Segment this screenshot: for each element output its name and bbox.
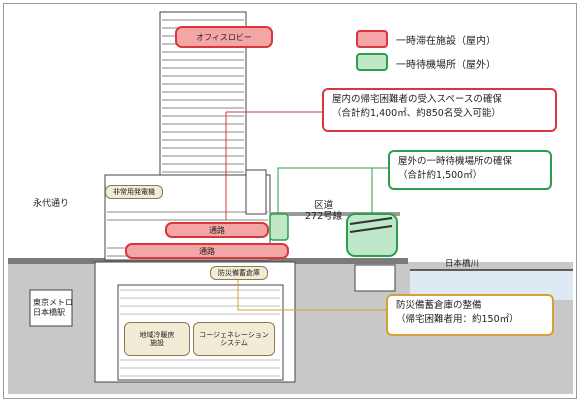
road-surface	[8, 258, 408, 264]
riverside-structure	[354, 264, 396, 292]
cogeneration-tag: コージェネレーション システム	[193, 322, 275, 356]
indoor-callout-line2: （合計約1,400㎡、約850名受入可能）	[332, 107, 501, 119]
district-cooling-tag: 地域冷暖房 施設	[124, 322, 190, 356]
emergency-generator-tag: 非常用発電機	[105, 185, 163, 199]
outdoor-callout-line2: （合計約1,500㎡）	[398, 169, 483, 181]
storage-callout-line2: （帰宅困難者用：約150㎡）	[396, 313, 519, 325]
office-lobby-tag: オフィスロビー	[175, 26, 273, 48]
eitai-street-label: 永代通り	[33, 199, 70, 209]
metro-station-label: 東京メトロ 日本橋駅	[33, 298, 73, 317]
nihonbashi-river-label: 日本橋川	[445, 259, 480, 269]
passage-lower-tag: 通路	[125, 243, 289, 259]
outdoor-callout: 屋外の一時待機場所の確保 （合計約1,500㎡）	[388, 150, 552, 190]
storage-tag: 防災備蓄倉庫	[210, 266, 268, 280]
outdoor-callout-line1: 屋外の一時待機場所の確保	[398, 156, 513, 167]
outdoor-area-2	[346, 213, 398, 257]
ward-road-label: 区道 272号線	[305, 200, 343, 223]
outdoor-area-1	[269, 213, 289, 241]
metro-station-box	[29, 289, 73, 327]
legend-indoor-label: 一時滞在施設（屋内）	[396, 36, 496, 47]
outdoor-leader-line	[277, 167, 388, 215]
diagram-frame	[3, 3, 577, 399]
storage-leader-line	[237, 272, 386, 311]
storage-callout-line1: 防災備蓄倉庫の整備	[396, 300, 482, 311]
indoor-callout: 屋内の帰宅困難者の受入スペースの確保 （合計約1,400㎡、約850名受入可能）	[322, 88, 557, 132]
indoor-callout-line1: 屋内の帰宅困難者の受入スペースの確保	[332, 94, 502, 105]
legend-outdoor-swatch	[356, 53, 388, 71]
passage-upper-tag: 通路	[165, 222, 269, 238]
legend-outdoor-label: 一時待機場所（屋外）	[396, 60, 496, 71]
storage-callout: 防災備蓄倉庫の整備 （帰宅困難者用：約150㎡）	[386, 294, 554, 336]
legend-indoor-swatch	[356, 30, 388, 48]
